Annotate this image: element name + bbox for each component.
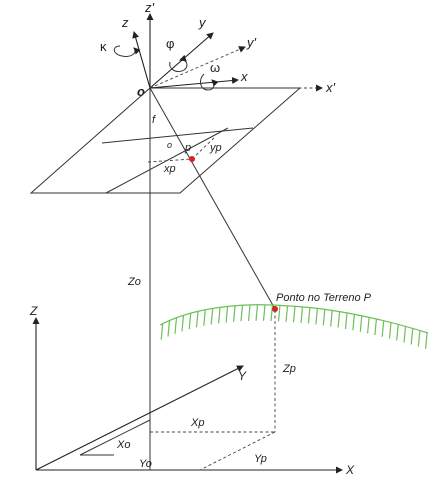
image-plane (29, 87, 302, 194)
terrain-tick (315, 308, 318, 325)
terrain-tick (396, 324, 399, 341)
terrain-tick (425, 332, 428, 349)
terrain-tick (195, 311, 199, 328)
z-label: z (121, 15, 129, 30)
terrain-tick (352, 314, 355, 331)
terrain-tick (174, 317, 178, 334)
ground-point-label: Ponto no Terreno P (276, 292, 372, 304)
terrain-tick (403, 326, 407, 343)
terrain-tick (367, 317, 370, 334)
image-point-p (189, 156, 195, 162)
Y-axis (35, 365, 244, 471)
Yp-label: Yp (254, 453, 267, 465)
Yo-label: Yo (139, 458, 152, 470)
camera-ground-y-line (79, 419, 151, 456)
y-prime-label: y' (246, 35, 257, 50)
Xo-label: Xo (116, 439, 130, 451)
terrain-tick (359, 315, 363, 332)
terrain-tick (188, 313, 192, 330)
terrain-tick (210, 308, 214, 325)
terrain-tick (330, 310, 333, 327)
x-axis (149, 77, 239, 89)
terrain-tick (225, 306, 229, 323)
terrain-tick (181, 315, 185, 332)
terrain-tick (322, 309, 326, 326)
terrain-tick (270, 304, 274, 322)
Y-label: Y (238, 369, 247, 383)
terrain-tick (374, 318, 377, 336)
X-label: X (345, 463, 355, 477)
phi-label: φ (166, 36, 174, 51)
yp-label: yp (209, 142, 222, 154)
terrain-tick (292, 306, 296, 323)
omega-label: ω (210, 60, 220, 75)
terrain-tick (417, 330, 421, 347)
y-prime-axis (149, 46, 246, 89)
terrain-tick (277, 305, 281, 322)
terrain-tick (218, 307, 221, 324)
terrain-tick (381, 320, 385, 337)
terrain-ticks (160, 304, 428, 349)
projection-ray (149, 87, 276, 310)
terrain-tick (233, 305, 236, 322)
kappa-label: κ (100, 39, 107, 54)
omega-rotation-icon (200, 73, 219, 91)
x-prime-label: x' (325, 80, 336, 95)
xp-dashed (147, 158, 193, 163)
terrain-tick (388, 322, 392, 339)
phi-rotation-icon (169, 54, 188, 73)
terrain-tick (247, 304, 251, 321)
Xp-label: Xp (190, 417, 204, 429)
Z-label: Z (29, 304, 38, 318)
z-axis (132, 31, 151, 89)
terrain-tick (262, 304, 266, 321)
origin-label: o (137, 84, 145, 99)
ground-point-P (272, 306, 278, 312)
terrain-tick (167, 320, 171, 337)
kappa-rotation-icon (113, 45, 141, 57)
terrain-tick (240, 305, 244, 322)
terrain-tick (285, 305, 289, 322)
terrain-tick (203, 309, 206, 326)
z-prime-label: z' (144, 0, 155, 15)
terrain-tick (410, 328, 414, 345)
terrain-tick (307, 307, 311, 324)
terrain-tick (337, 311, 341, 328)
terrain-tick (344, 312, 348, 329)
terrain-tick (300, 306, 304, 323)
y-axis (149, 32, 214, 89)
Zo-label: Zo (127, 276, 141, 288)
xp-label: xp (163, 163, 176, 175)
y-label: y (198, 15, 207, 30)
image-plane-midline-x (101, 127, 254, 144)
focal-label: f (152, 114, 156, 126)
principal-point-label: o (167, 140, 172, 150)
terrain-tick (160, 323, 164, 340)
Zp-label: Zp (282, 363, 296, 375)
x-label: x (240, 69, 248, 84)
terrain-tick (255, 304, 259, 321)
p-label: p (184, 142, 191, 154)
